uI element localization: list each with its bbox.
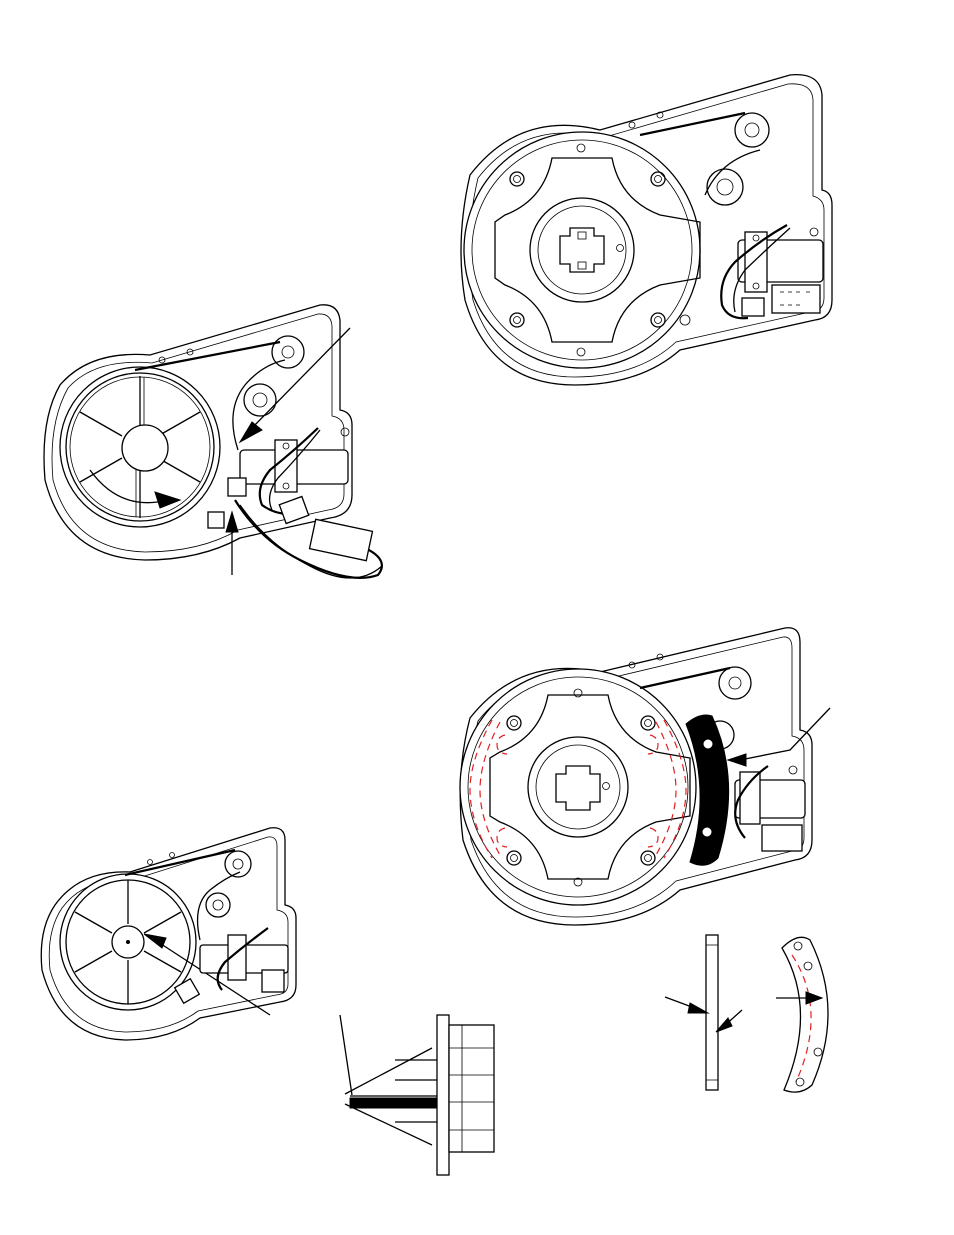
leader-arrowhead <box>226 512 238 532</box>
idler-nut <box>233 859 243 869</box>
leader-line <box>250 328 350 430</box>
shoe-hole <box>704 740 712 748</box>
circuit-board <box>310 519 373 560</box>
circuit-board <box>762 825 802 851</box>
leader-arrowhead <box>240 422 262 442</box>
sensor-clamp <box>740 772 760 824</box>
hub-center <box>127 941 130 944</box>
sensor-mount <box>228 478 246 496</box>
spacer-flange <box>437 1015 449 1175</box>
tension-pulley <box>206 893 230 917</box>
drive-belt <box>125 850 235 875</box>
leader-line <box>740 708 830 760</box>
tension-nut <box>717 179 733 195</box>
brake-disc-outer <box>464 132 700 368</box>
sensor-mount <box>208 512 224 528</box>
idler-nut <box>745 123 759 137</box>
spool-hub-view <box>41 828 296 1040</box>
idler-nut <box>282 346 294 358</box>
belt-return <box>233 360 285 450</box>
tension-pulley <box>707 169 743 205</box>
idler-nut <box>729 677 741 689</box>
housing-hole <box>680 315 690 325</box>
leader-arrowhead <box>688 1003 708 1013</box>
wire-connector <box>742 298 764 316</box>
spool-belt-view <box>44 305 382 578</box>
leader-line <box>345 1048 432 1094</box>
spacer-body <box>449 1025 494 1152</box>
circuit-board <box>772 285 820 313</box>
brake-shoe-view <box>460 628 830 925</box>
housing-hole <box>789 766 797 774</box>
drive-belt <box>640 668 730 688</box>
spool-hub <box>122 425 168 471</box>
housing-hole <box>341 428 349 436</box>
housing-hole <box>148 860 153 865</box>
circuit-board <box>262 970 284 992</box>
leader-arrowhead <box>728 754 746 766</box>
shoe-hole <box>703 828 711 836</box>
brake-assembly-view <box>461 75 832 385</box>
idler-pulley <box>735 113 769 147</box>
drive-belt <box>135 342 280 370</box>
tension-nut <box>253 393 267 407</box>
spacer-shaft <box>350 1098 437 1108</box>
leader-line <box>340 1015 352 1095</box>
housing-hole <box>170 853 175 858</box>
housing-hole <box>810 228 818 236</box>
sensor-clamp <box>275 440 297 492</box>
idler-pulley <box>272 336 304 368</box>
leader-line <box>345 1104 432 1145</box>
shoe-detail-views <box>665 935 828 1092</box>
belt-return <box>198 872 240 940</box>
shoe-face-view <box>782 937 828 1092</box>
brake-disc-outer <box>460 669 696 905</box>
tension-nut <box>213 900 223 910</box>
housing-hole <box>629 122 635 128</box>
drive-belt <box>640 113 745 135</box>
idler-pulley <box>719 667 751 699</box>
tension-pulley <box>244 384 276 416</box>
spacer-side-view <box>340 1015 494 1175</box>
